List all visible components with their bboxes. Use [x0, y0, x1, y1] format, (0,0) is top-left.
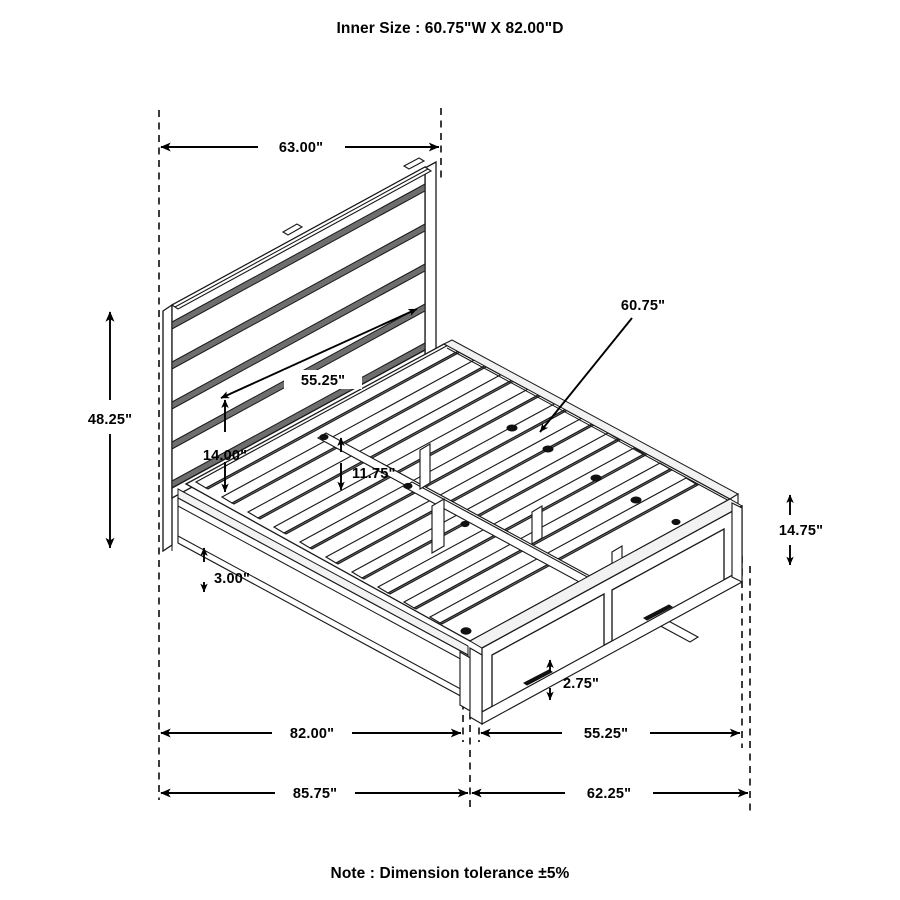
bed-illustration [162, 157, 744, 726]
clip [542, 445, 554, 453]
dimension-inner-width: 60.75" [539, 298, 665, 433]
dimension-floor-clearance: 3.00" [200, 547, 250, 593]
dim-label-overall-depth: 85.75" [293, 786, 337, 802]
dim-label-footboard-height: 14.75" [779, 523, 823, 539]
extension-lines [158, 108, 751, 812]
drawer-left-handle[interactable] [523, 669, 553, 686]
headboard-slat-gap-1 [171, 183, 426, 330]
clip [506, 424, 518, 432]
dimension-footboard-height: 14.75" [779, 494, 823, 566]
dim-label-bg [284, 370, 362, 389]
slat-group [194, 342, 700, 625]
dim-label-overall-width: 62.25" [587, 786, 631, 802]
clip [590, 474, 602, 482]
dim-label-deck-height: 14.00" [203, 448, 247, 464]
tolerance-note: Note : Dimension tolerance ±5% [331, 865, 570, 882]
dimension-overall-width: 62.25" [471, 786, 749, 802]
side-rail-near [177, 488, 473, 714]
clip [319, 433, 329, 441]
center-leg-1 [419, 442, 431, 491]
dim-label-floor-clearance: 3.00" [214, 571, 250, 587]
dimension-panel-length: 55.25" [220, 308, 418, 399]
dim-label-slat-clearance: 11.75" [352, 466, 396, 482]
clip [460, 520, 470, 528]
dim-label-panel-length: 55.25" [301, 373, 345, 389]
center-leg-2 [431, 497, 445, 555]
dimension-drawer-gap: 2.75" [546, 659, 599, 701]
slat-shadow [360, 438, 622, 580]
clip [403, 482, 413, 490]
dimension-inner-depth: 82.00" [160, 726, 462, 742]
dim-leader-inner-width [539, 317, 633, 433]
clip [630, 496, 642, 504]
dim-label-width-top: 63.00" [279, 140, 323, 156]
headboard-bracket-left [281, 223, 304, 236]
headboard-left-post [162, 303, 173, 553]
dimension-headboard-height: 48.25" [88, 311, 132, 549]
dimension-width-top: 63.00" [160, 140, 440, 156]
dim-label-drawer-gap: 2.75" [563, 676, 599, 692]
dim-label-headboard-height: 48.25" [88, 412, 132, 428]
slat-shadow [386, 453, 648, 595]
slat-shadow [438, 483, 700, 625]
dimension-footboard-width: 55.25" [480, 726, 741, 742]
footboard-leg-near [469, 646, 483, 726]
dim-label-inner-width: 60.75" [621, 298, 665, 314]
page-title: Inner Size : 60.75"W X 82.00"D [336, 20, 563, 37]
footboard [460, 498, 744, 726]
dimension-slat-clearance: 11.75" [337, 437, 396, 491]
slat-deck [184, 342, 732, 643]
dimension-deck-height: 14.00" [203, 399, 247, 493]
dim-label-inner-depth: 82.00" [290, 726, 334, 742]
dim-leader-panel [220, 308, 418, 399]
slat-clips [319, 424, 681, 528]
headboard-bracket-right [402, 157, 426, 170]
clip [671, 518, 681, 526]
drawer-right-handle[interactable] [643, 604, 673, 621]
footboard-fastener [460, 627, 472, 635]
side-rail-far [442, 339, 739, 519]
dim-label-footboard-width: 55.25" [584, 726, 628, 742]
footboard-leg-far [731, 502, 743, 583]
dimension-overall-depth: 85.75" [160, 786, 469, 802]
center-leg-3 [531, 504, 543, 546]
